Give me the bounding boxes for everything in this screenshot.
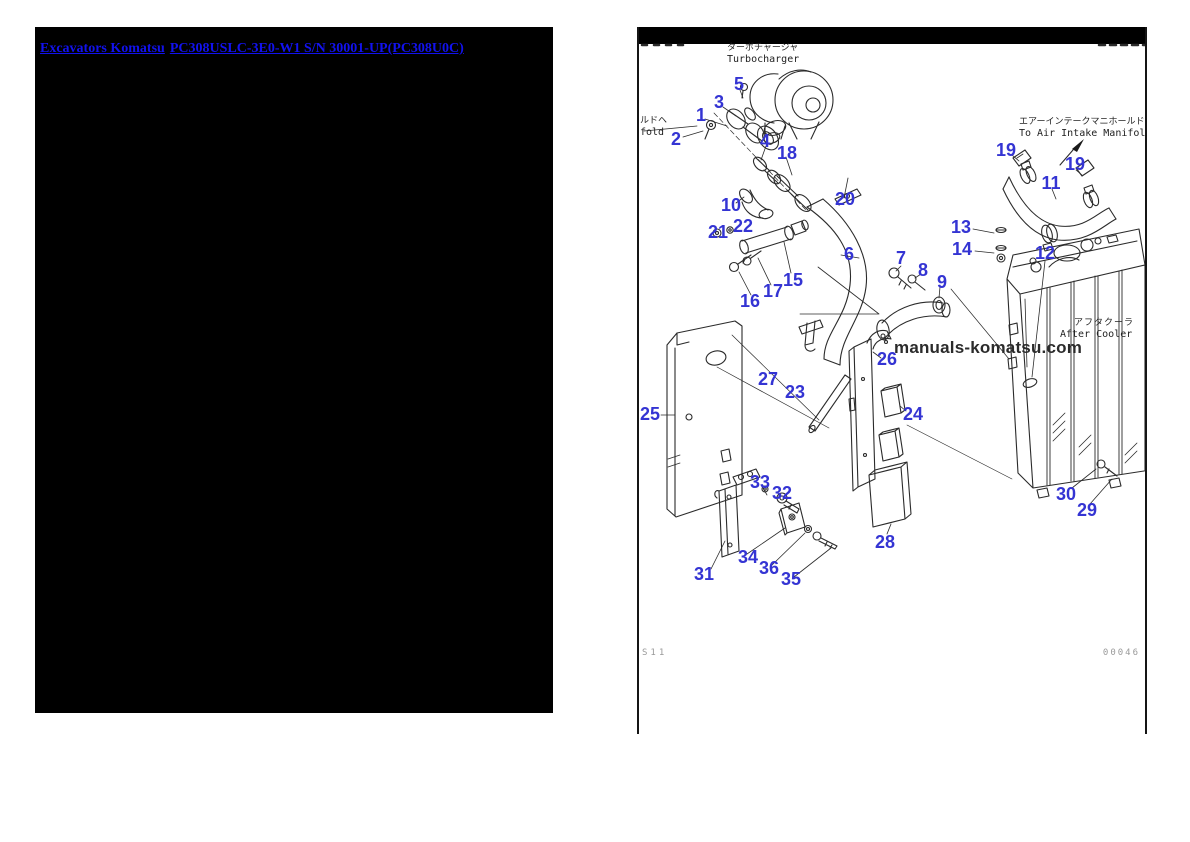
callout-number-5: 5 (733, 74, 745, 94)
callout-number-9: 9 (936, 272, 948, 292)
manifold-clipped-label: ルドヘ fold (640, 116, 667, 138)
sheet-number: 00046 (1102, 648, 1140, 658)
leader-lines (643, 89, 1083, 299)
mounting-plate (716, 319, 892, 492)
callout-number-11: 11 (1041, 173, 1061, 193)
callout-number-16: 16 (739, 291, 761, 311)
callout-number-18: 18 (776, 143, 798, 163)
left-black-panel: Excavators Komatsu PC308USLC-3E0-W1 S/N 3… (35, 27, 553, 713)
callout-number-31: 31 (693, 564, 715, 584)
callout-number-28: 28 (874, 532, 896, 552)
callout-number-17: 17 (762, 281, 784, 301)
callout-number-34: 34 (737, 547, 759, 567)
upper-hose-assembly (972, 139, 1117, 388)
callout-number-32: 32 (771, 483, 793, 503)
callout-number-24: 24 (902, 404, 924, 424)
callout-number-23: 23 (784, 382, 806, 402)
turbocharger-label-en: Turbocharger (727, 54, 800, 65)
air-intake-label: エアーインテークマニホールドヘ To Air Intake Manifold (1019, 117, 1147, 139)
callout-number-7: 7 (895, 248, 907, 268)
callout-number-19: 19 (995, 140, 1017, 160)
callout-number-13: 13 (950, 217, 972, 237)
page-code: S11 (642, 648, 668, 658)
callout-number-4: 4 (759, 131, 771, 151)
callout-number-33: 33 (749, 472, 771, 492)
callout-number-20: 20 (834, 189, 856, 209)
intake-hose (799, 198, 880, 366)
callout-number-30: 30 (1055, 484, 1077, 504)
callout-number-1: 1 (695, 105, 707, 125)
air-intake-label-en: To Air Intake Manifold (1019, 128, 1147, 139)
lower-bracket-parts (710, 468, 838, 578)
callout-number-19: 19 (1064, 154, 1086, 174)
link-model-serial[interactable]: PC308USLC-3E0-W1 S/N 30001-UP(PC308U0C) (169, 41, 464, 56)
manifold-clipped-label-jp: ルドヘ (640, 116, 668, 126)
turbocharger-drawing (749, 69, 834, 144)
breadcrumb: Excavators Komatsu PC308USLC-3E0-W1 S/N 3… (40, 41, 469, 57)
callout-number-2: 2 (670, 129, 682, 149)
manifold-clipped-label-en: fold (640, 127, 665, 138)
rubber-pads (868, 383, 912, 535)
callout-number-29: 29 (1076, 500, 1098, 520)
after-cooler-label-en: After Cooler (1060, 329, 1133, 340)
direction-arrow-icon (1072, 139, 1084, 152)
after-cooler-label-jp: アフタクーラ (1074, 318, 1135, 328)
callout-number-25: 25 (639, 404, 661, 424)
tube-assembly (712, 177, 862, 273)
parts-diagram-page: ターボチャージャ Turbocharger エアーインテークマニホールドヘ To… (637, 27, 1147, 734)
after-cooler-label: アフタクーラ After Cooler (1060, 318, 1134, 340)
callout-number-15: 15 (782, 270, 804, 290)
page-top-bar (639, 27, 1145, 44)
callout-number-35: 35 (780, 569, 802, 589)
diagram-artwork (640, 43, 1145, 578)
link-excavators-komatsu[interactable]: Excavators Komatsu (40, 41, 165, 56)
callout-number-36: 36 (758, 558, 780, 578)
callout-number-22: 22 (732, 216, 754, 236)
callout-number-27: 27 (757, 369, 779, 389)
turbocharger-label: ターボチャージャ Turbocharger (727, 43, 799, 65)
callout-number-14: 14 (951, 239, 973, 259)
callout-number-10: 10 (720, 195, 742, 215)
side-panel (660, 320, 743, 518)
callout-number-26: 26 (876, 349, 898, 369)
callout-number-6: 6 (843, 244, 855, 264)
watermark: manuals-komatsu.com (894, 338, 1083, 357)
callout-number-21: 21 (707, 222, 729, 242)
callout-number-8: 8 (917, 260, 929, 280)
connector-tubes (739, 156, 812, 220)
aftercooler-radiator (906, 228, 1145, 505)
callout-number-3: 3 (713, 92, 725, 112)
outlet-pipe-parts (876, 267, 1010, 360)
air-intake-label-jp: エアーインテークマニホールドヘ (1019, 117, 1147, 127)
callout-number-12: 12 (1034, 243, 1056, 263)
turbocharger-label-jp: ターボチャージャ (727, 43, 799, 53)
